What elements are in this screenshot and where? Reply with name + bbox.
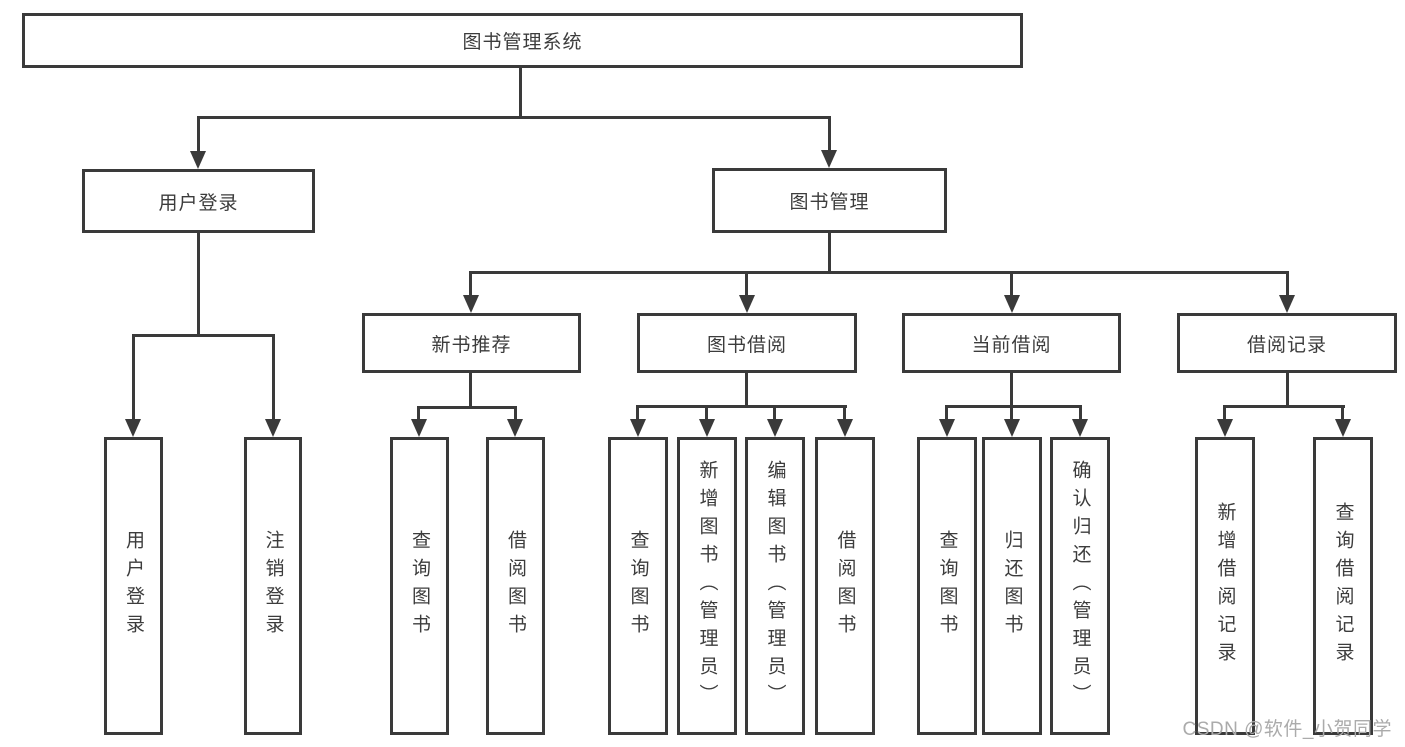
node-user-login: 用户登录 [82, 169, 315, 233]
edge-line [197, 116, 200, 153]
leaf-borrow-books-2: 借阅图书 [815, 437, 875, 735]
arrowhead-icon [739, 295, 755, 313]
edge-line [1286, 373, 1289, 408]
arrowhead-icon [463, 295, 479, 313]
edge-line [1223, 405, 1345, 408]
edge-line [272, 334, 275, 421]
arrowhead-icon [190, 151, 206, 169]
edge-line [1286, 271, 1289, 297]
arrowhead-icon [630, 419, 646, 437]
arrowhead-icon [939, 419, 955, 437]
arrowhead-icon [1279, 295, 1295, 313]
edge-line [417, 406, 420, 421]
edge-line [514, 406, 517, 421]
edge-line [636, 405, 639, 421]
node-library-system: 图书管理系统 [22, 13, 1023, 68]
edge-line [132, 334, 275, 337]
edge-line [828, 233, 831, 274]
arrowhead-icon [1072, 419, 1088, 437]
arrowhead-icon [507, 419, 523, 437]
arrowhead-icon [1004, 295, 1020, 313]
edge-line [705, 405, 708, 421]
leaf-user-login: 用户登录 [104, 437, 163, 735]
edge-line [132, 334, 135, 421]
arrowhead-icon [821, 150, 837, 168]
edge-line [843, 405, 846, 421]
edge-line [828, 116, 831, 152]
edge-line [469, 271, 472, 297]
edge-line [197, 233, 200, 337]
edge-line [1010, 405, 1013, 421]
edge-line [1010, 271, 1013, 297]
edge-line [773, 405, 776, 421]
edge-line [745, 271, 748, 297]
edge-line [1223, 405, 1226, 421]
arrowhead-icon [1335, 419, 1351, 437]
arrowhead-icon [1217, 419, 1233, 437]
edge-line [469, 373, 472, 409]
leaf-return-books: 归还图书 [982, 437, 1042, 735]
arrowhead-icon [767, 419, 783, 437]
watermark: CSDN @软件_小贺同学 [1182, 719, 1392, 740]
leaf-logout: 注销登录 [244, 437, 302, 735]
edge-line [1010, 373, 1013, 408]
arrowhead-icon [125, 419, 141, 437]
edge-line [519, 67, 522, 119]
leaf-confirm-return-admin: 确认归还（管理员） [1050, 437, 1110, 735]
leaf-add-borrow-record: 新增借阅记录 [1195, 437, 1255, 735]
leaf-query-books-3: 查询图书 [917, 437, 977, 735]
edge-line [417, 406, 517, 409]
leaf-edit-books-admin: 编辑图书（管理员） [745, 437, 805, 735]
edge-line [945, 405, 948, 421]
edge-line [197, 116, 831, 119]
leaf-query-borrow-record: 查询借阅记录 [1313, 437, 1373, 735]
leaf-borrow-books-1: 借阅图书 [486, 437, 545, 735]
edge-line [945, 405, 1082, 408]
leaf-query-books-2: 查询图书 [608, 437, 668, 735]
arrowhead-icon [699, 419, 715, 437]
node-borrowing-records: 借阅记录 [1177, 313, 1397, 373]
edge-line [1341, 405, 1344, 421]
edge-line [745, 373, 748, 408]
leaf-add-books-admin: 新增图书（管理员） [677, 437, 737, 735]
edge-line [636, 405, 847, 408]
edge-line [469, 271, 1289, 274]
node-new-book-recommendation: 新书推荐 [362, 313, 581, 373]
node-book-management: 图书管理 [712, 168, 947, 233]
arrowhead-icon [837, 419, 853, 437]
edge-line [1079, 405, 1082, 421]
leaf-query-books-1: 查询图书 [390, 437, 449, 735]
arrowhead-icon [265, 419, 281, 437]
node-book-borrowing: 图书借阅 [637, 313, 857, 373]
node-current-borrowing: 当前借阅 [902, 313, 1121, 373]
arrowhead-icon [1004, 419, 1020, 437]
arrowhead-icon [411, 419, 427, 437]
